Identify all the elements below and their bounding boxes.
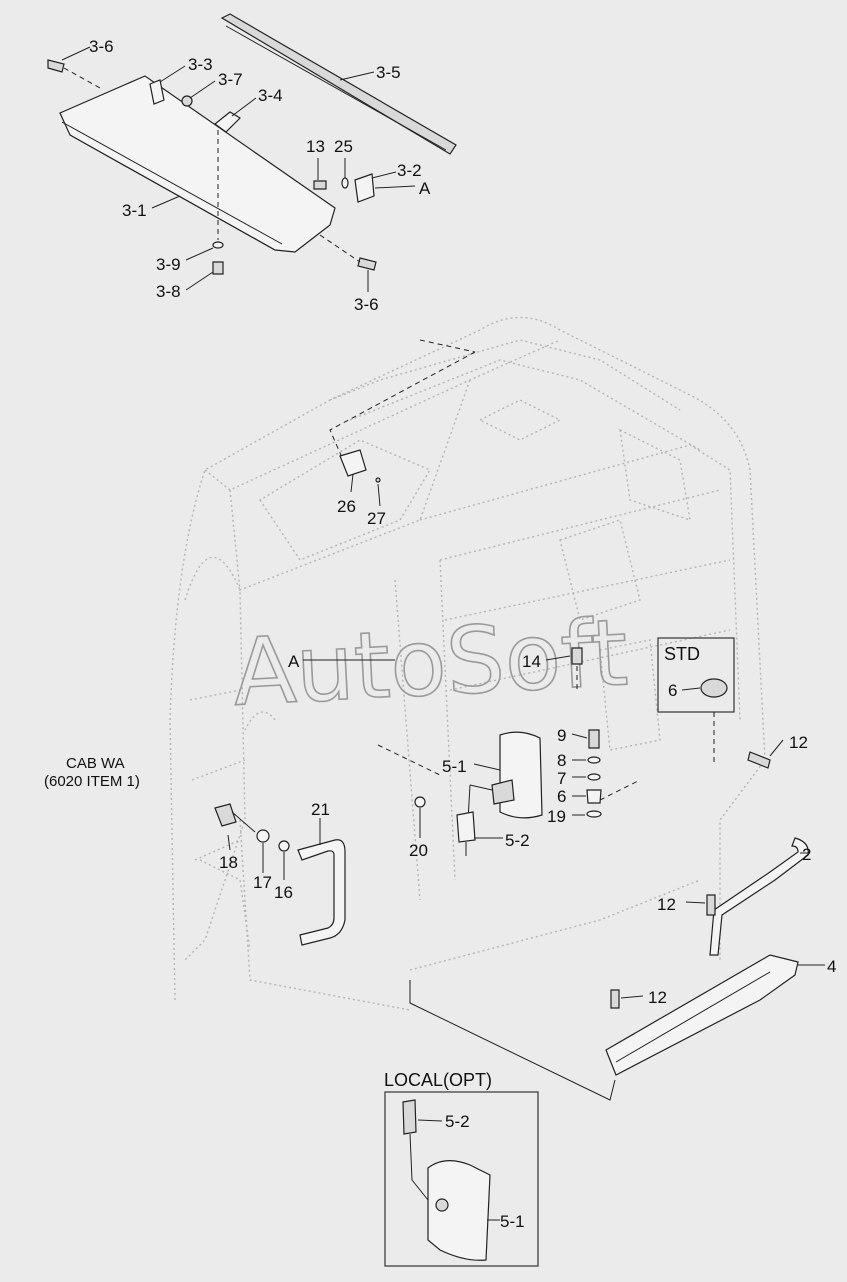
cap-6	[700, 678, 728, 698]
washer-7	[587, 773, 601, 781]
callout-13: 13	[306, 137, 325, 156]
callout-25: 25	[334, 137, 353, 156]
cab-note-line1: CAB WA	[66, 755, 125, 772]
callout-3-2: 3-2	[397, 161, 422, 180]
callout-17: 17	[253, 873, 272, 892]
callout-16: 16	[274, 883, 293, 902]
handrail-21	[297, 839, 346, 946]
callout-18: 18	[219, 853, 238, 872]
bolt-12-low	[610, 989, 620, 1009]
watermark: AutoSoft	[230, 599, 630, 727]
washer-16	[278, 840, 290, 852]
rubber-strip-3-5	[220, 13, 457, 155]
bracket-3-2	[354, 173, 375, 203]
callout-26: 26	[337, 497, 356, 516]
callout-19: 19	[547, 807, 566, 826]
callout-3-7: 3-7	[218, 70, 243, 89]
local-opt-inset	[384, 1091, 539, 1267]
hardware-stack	[571, 729, 602, 818]
callout-3-3: 3-3	[188, 55, 213, 74]
callout-local-5-2: 5-2	[445, 1112, 470, 1131]
handrail-left	[214, 803, 346, 946]
spacer-6	[586, 789, 602, 804]
callout-3-8: 3-8	[156, 282, 181, 301]
cab-note-line2: (6020 ITEM 1)	[44, 773, 140, 790]
callout-9: 9	[557, 726, 566, 745]
bracket-3-3	[149, 79, 165, 105]
callout-6: 6	[557, 787, 566, 806]
handrail-2	[709, 837, 809, 956]
step-plate	[409, 894, 825, 1101]
callout-14: 14	[522, 652, 541, 671]
bolt-3-6-top	[47, 59, 65, 73]
screw-27	[375, 477, 381, 483]
bolt-3-8	[212, 261, 224, 275]
callout-8: 8	[557, 751, 566, 770]
washer-17	[256, 829, 270, 843]
bolt-14	[571, 647, 583, 665]
nut-3-7	[181, 95, 193, 107]
callout-3-9: 3-9	[156, 255, 181, 274]
callout-12-a: 12	[789, 733, 808, 752]
washer-3-9	[212, 241, 224, 249]
std-title: STD	[664, 644, 700, 664]
bolt-3-6-bottom	[357, 257, 377, 271]
callout-std-6: 6	[668, 681, 677, 700]
local-opt-title: LOCAL(OPT)	[384, 1070, 492, 1090]
callout-labels: 3-6 3-3 3-7 3-4 3-5 13 25 3-2 A 3-1 3-9 …	[89, 37, 836, 1231]
callout-12-b: 12	[657, 895, 676, 914]
callout-a-mid: A	[288, 652, 300, 671]
handrail-right	[709, 739, 809, 956]
seal-19	[586, 810, 602, 818]
washer-25	[341, 177, 349, 189]
bracket-3-4	[214, 111, 241, 133]
callout-3-4: 3-4	[258, 86, 283, 105]
bolt-9	[588, 729, 600, 749]
callout-3-1: 3-1	[122, 201, 147, 220]
callout-20: 20	[409, 841, 428, 860]
bolt-13	[313, 180, 327, 190]
callout-a-top: A	[419, 179, 431, 198]
callout-3-6-bottom: 3-6	[354, 295, 379, 314]
callout-7: 7	[557, 769, 566, 788]
mirror-assembly	[377, 731, 543, 856]
callout-2: 2	[802, 845, 811, 864]
washer-8	[587, 756, 601, 764]
std-inset	[599, 637, 735, 801]
cab-outline	[169, 316, 766, 1011]
callout-5-1: 5-1	[442, 757, 467, 776]
bolt-14-group	[545, 647, 583, 690]
bracket-group-26-27	[329, 339, 476, 507]
callout-21: 21	[311, 800, 330, 819]
callout-12-c: 12	[648, 988, 667, 1007]
step-4	[605, 954, 799, 1076]
bolt-18	[214, 803, 237, 827]
callout-4: 4	[827, 957, 836, 976]
bracket-26	[339, 449, 367, 477]
bolt-12-top	[747, 751, 771, 769]
callout-3-5: 3-5	[376, 63, 401, 82]
visor-body-3-1	[59, 75, 336, 253]
mirror-5-1-local	[427, 1160, 491, 1261]
washer-20	[414, 796, 426, 808]
callout-5-2: 5-2	[505, 831, 530, 850]
visor-assembly	[47, 13, 457, 292]
mount-5-2-local	[402, 1099, 417, 1135]
bolt-12-mid	[706, 894, 716, 916]
callout-3-6-top: 3-6	[89, 37, 114, 56]
mirror-5-1	[499, 731, 543, 819]
callout-27: 27	[367, 509, 386, 528]
callout-local-5-1: 5-1	[500, 1212, 525, 1231]
cab-note: CAB WA (6020 ITEM 1)	[44, 755, 140, 790]
mount-5-2	[456, 811, 476, 843]
